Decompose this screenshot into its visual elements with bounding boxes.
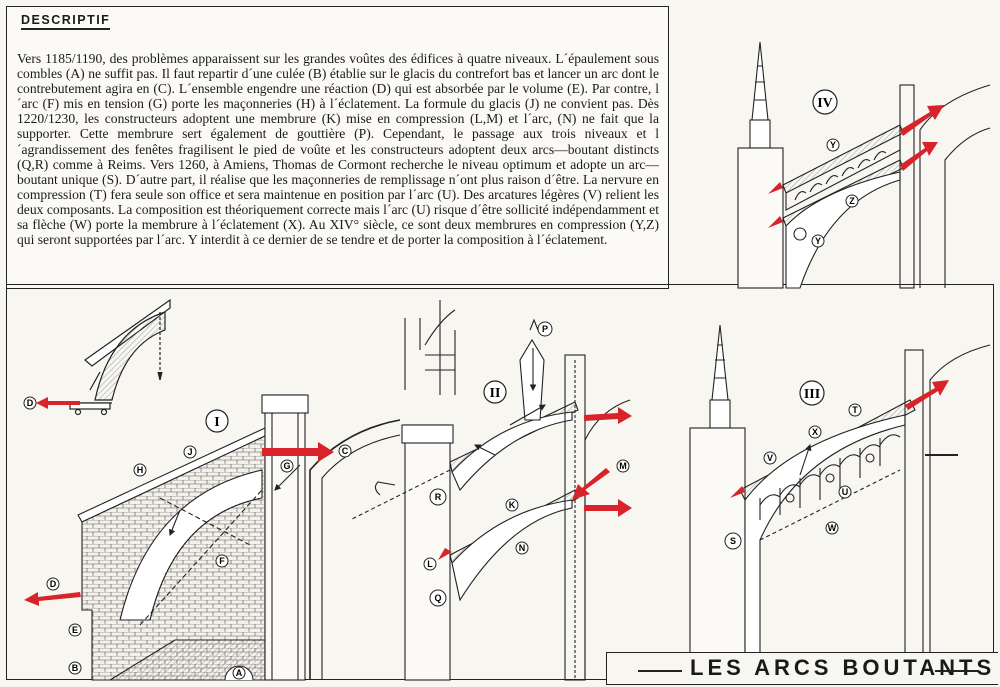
label-L: L xyxy=(427,559,433,569)
diagram-IV-labels: Y Z Y xyxy=(811,138,859,248)
diagram-IV xyxy=(737,41,991,289)
diagram-II-numeral-circle xyxy=(483,380,507,404)
title-rule-right xyxy=(935,670,979,672)
diagram-I-labels: J H G C F D E B A xyxy=(46,444,352,680)
inset-label-D: D xyxy=(27,398,34,408)
diagram-IV-compression-arrow-upper xyxy=(900,105,944,136)
label-J: J xyxy=(187,447,192,457)
diagram-III-numeral-circle xyxy=(799,380,825,406)
label-X: X xyxy=(812,427,818,437)
label-A: A xyxy=(236,668,243,678)
diagram-II-numeral: II xyxy=(490,386,501,401)
diagram-III xyxy=(689,324,991,681)
title-rule-left xyxy=(638,670,682,672)
label-G: G xyxy=(283,461,290,471)
diagram-II-compression-arrow-M xyxy=(572,468,610,500)
label-E: E xyxy=(72,625,78,635)
diagram-II xyxy=(349,300,631,681)
diagram-II-thrust-arrow-upper xyxy=(584,407,632,424)
label-N: N xyxy=(519,543,526,553)
label-T: T xyxy=(852,405,858,415)
label-Y-lower: Y xyxy=(815,236,821,246)
diagram-IV-base-arrow-upper xyxy=(768,182,783,194)
descriptif-panel: DESCRIPTIF Vers 1185/1190, des problèmes… xyxy=(6,6,669,289)
descriptif-paragraph: Vers 1185/1190, des problèmes apparaisse… xyxy=(17,51,659,248)
diagram-IV-numeral-circle xyxy=(812,89,838,115)
diagram-IV-compression-arrow-lower xyxy=(900,142,938,171)
label-C: C xyxy=(342,446,349,456)
diagram-I xyxy=(77,394,401,681)
diagram-I-reaction-arrow-D xyxy=(24,592,81,606)
label-R: R xyxy=(435,492,442,502)
title-bar xyxy=(606,652,998,685)
descriptif-heading: DESCRIPTIF xyxy=(21,13,111,30)
diagram-II-thrust-arrow-lower xyxy=(584,499,632,517)
label-U: U xyxy=(842,487,849,497)
diagram-I-numeral-circle xyxy=(205,409,229,433)
label-V: V xyxy=(767,453,773,463)
label-F: F xyxy=(219,556,225,566)
page-title: LES ARCS BOUTANTS xyxy=(690,655,996,680)
diagram-II-compression-arrow-L xyxy=(438,548,452,560)
label-D: D xyxy=(50,579,57,589)
diagram-II-labels: P R K M N L Q xyxy=(423,321,630,607)
label-B: B xyxy=(72,663,79,673)
diagram-I-thrust-arrow-C xyxy=(262,442,334,462)
label-K: K xyxy=(509,500,516,510)
label-H: H xyxy=(137,465,144,475)
label-M: M xyxy=(619,461,627,471)
diagram-IV-base-arrow-lower xyxy=(768,216,783,228)
diagram-I-numeral: I xyxy=(214,415,219,430)
label-P: P xyxy=(542,324,548,334)
label-Q: Q xyxy=(434,593,441,603)
diagram-III-numeral: III xyxy=(804,387,820,402)
diagram-IV-numeral: IV xyxy=(817,96,833,111)
inset-label-circle xyxy=(23,396,37,410)
diagram-III-labels: T X V U W S xyxy=(724,403,862,550)
label-S: S xyxy=(730,536,736,546)
diagram-III-base-arrow xyxy=(730,486,745,498)
inset-reaction-arrow-D xyxy=(36,397,80,409)
inset-diagram xyxy=(69,298,171,416)
illustration-frame xyxy=(6,284,994,680)
label-Y-upper: Y xyxy=(830,140,836,150)
diagram-III-compression-arrow-T xyxy=(905,380,949,410)
label-Z: Z xyxy=(849,196,855,206)
label-W: W xyxy=(828,523,837,533)
